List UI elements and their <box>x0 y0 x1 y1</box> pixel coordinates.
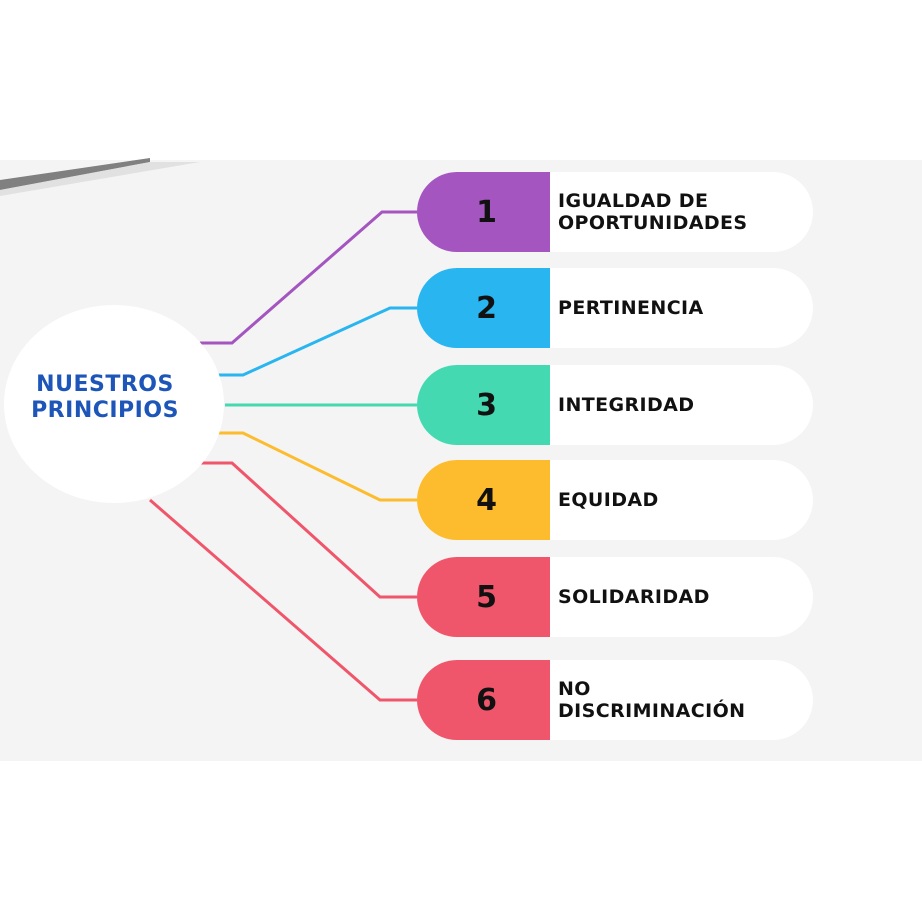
principle-item-3: 3 INTEGRIDAD <box>417 365 813 445</box>
principle-item-2: 2 PERTINENCIA <box>417 268 813 348</box>
principle-number-badge: 1 <box>417 172 550 252</box>
principle-number: 6 <box>476 682 497 718</box>
principle-number-badge: 3 <box>417 365 550 445</box>
principle-number-badge: 2 <box>417 268 550 348</box>
principle-number-badge: 6 <box>417 660 550 740</box>
principle-label: NO DISCRIMINACIÓN <box>558 678 746 722</box>
connector-line-5 <box>200 461 420 599</box>
hub-circle <box>4 305 224 503</box>
principle-number-badge: 5 <box>417 557 550 637</box>
principle-label: EQUIDAD <box>558 489 659 511</box>
principle-number: 5 <box>476 579 497 615</box>
connector-line-4 <box>218 431 420 502</box>
principle-item-5: 5 SOLIDARIDAD <box>417 557 813 637</box>
principle-item-4: 4 EQUIDAD <box>417 460 813 540</box>
principle-number-badge: 4 <box>417 460 550 540</box>
connector-line-6 <box>149 498 420 702</box>
principle-label: IGUALDAD DE OPORTUNIDADES <box>558 190 748 234</box>
connector-line-1 <box>200 210 420 345</box>
paper-fold-decoration <box>0 158 200 196</box>
principle-item-6: 6 NO DISCRIMINACIÓN <box>417 660 813 740</box>
principle-number: 2 <box>476 290 497 326</box>
hub-title: NUESTROS PRINCIPIOS <box>31 372 179 423</box>
principle-number: 1 <box>476 194 497 230</box>
principle-label: PERTINENCIA <box>558 297 704 319</box>
principle-label: SOLIDARIDAD <box>558 586 710 608</box>
principle-number: 3 <box>476 387 497 423</box>
principle-number: 4 <box>476 482 497 518</box>
principle-item-1: 1 IGUALDAD DE OPORTUNIDADES <box>417 172 813 252</box>
connector-line-2 <box>215 306 420 377</box>
principle-label: INTEGRIDAD <box>558 394 695 416</box>
